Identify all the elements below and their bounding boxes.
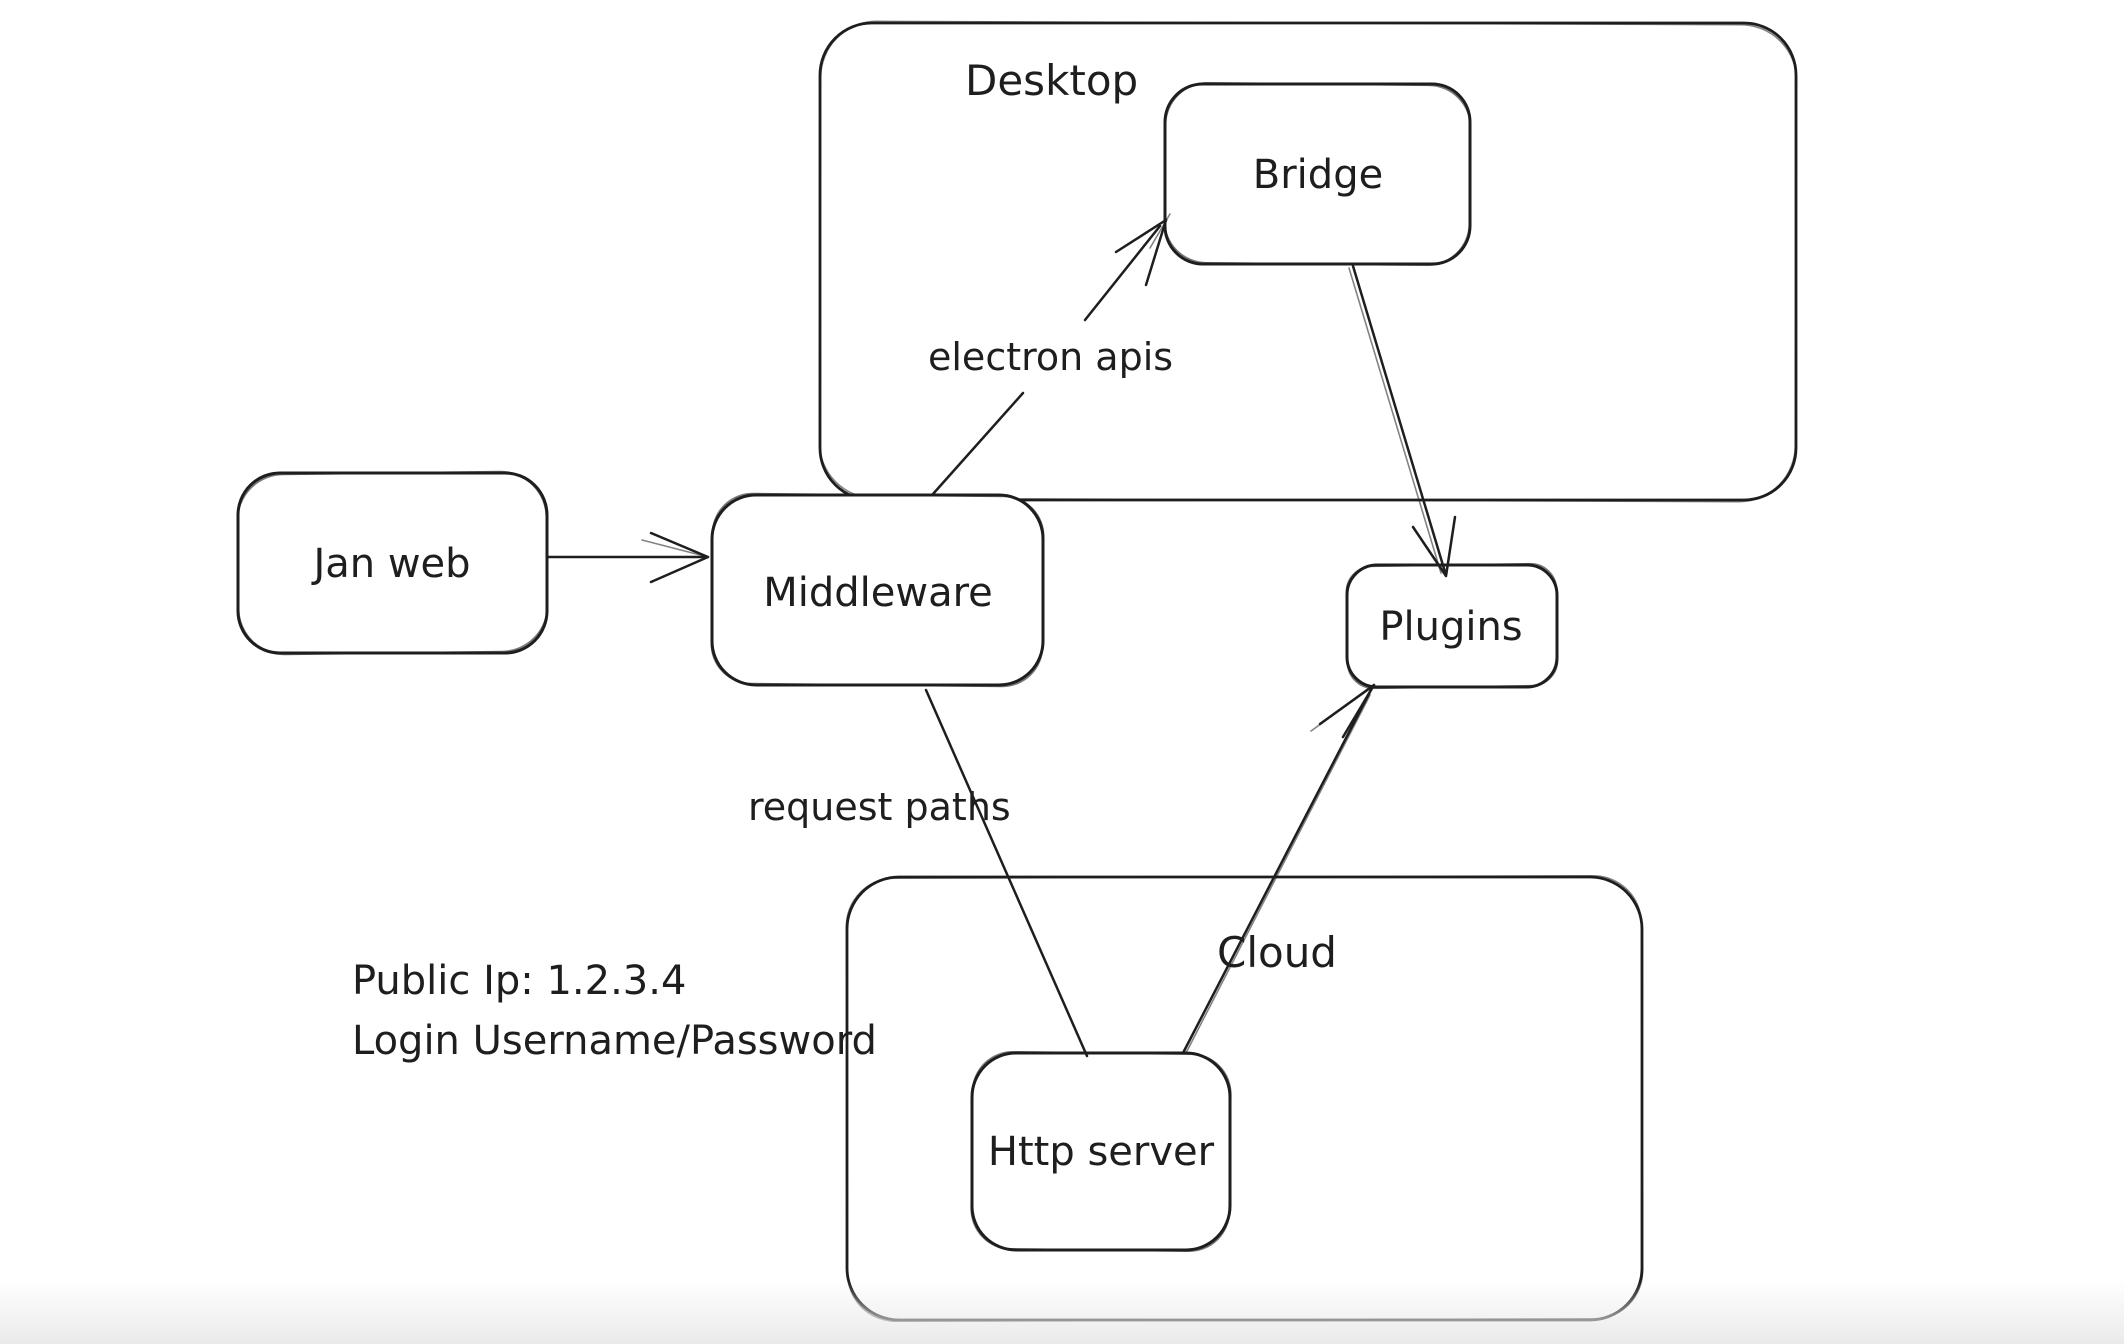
jan-web-label[interactable]: Jan web (310, 541, 470, 587)
plugins-label[interactable]: Plugins (1379, 604, 1522, 650)
http-server-box-sketch (970, 1051, 1232, 1252)
bridge-to-plugins-arrowhead (1411, 515, 1457, 578)
middleware-to-bridge-line-upper[interactable] (1083, 224, 1162, 322)
middleware-to-http-server-line[interactable] (924, 688, 1089, 1058)
edge-middleware-to-http-server[interactable] (924, 688, 1089, 1058)
edge-bridge-to-plugins[interactable] (1348, 264, 1457, 578)
plugins-box-sketch (1345, 562, 1559, 690)
middleware-to-bridge-arrowhead-sketch (1149, 213, 1171, 249)
desktop-container-box-sketch (818, 20, 1798, 503)
middleware-to-bridge-arrowhead (1114, 218, 1168, 287)
bridge-box-sketch (1163, 81, 1472, 267)
bridge-to-plugins-line-sketch (1348, 267, 1442, 574)
node-bridge[interactable] (1163, 81, 1472, 267)
edge-jan-web-to-middleware[interactable] (545, 531, 710, 584)
bridge-label[interactable]: Bridge (1253, 152, 1383, 198)
node-plugins[interactable] (1345, 562, 1559, 690)
http-server-to-plugins-arrowhead-sketch (1310, 687, 1372, 732)
edge-http-server-to-plugins[interactable] (1181, 683, 1376, 1055)
node-http-server[interactable] (970, 1051, 1232, 1252)
jan-web-to-middleware-arrowhead-sketch (641, 539, 705, 557)
http-server-to-plugins-line[interactable] (1181, 684, 1375, 1055)
middleware-label[interactable]: Middleware (763, 570, 993, 616)
public-ip-annotation[interactable]: Public Ip: 1.2.3.4 (352, 958, 686, 1004)
request-paths-edge-label[interactable]: request paths (748, 785, 1011, 829)
login-annotation[interactable]: Login Username/Password (352, 1018, 877, 1064)
node-jan-web[interactable] (236, 470, 549, 656)
http-server-to-plugins-line-sketch (1186, 694, 1371, 1052)
middleware-box-sketch (710, 492, 1045, 688)
middleware-to-bridge-line-lower[interactable] (931, 391, 1025, 496)
bridge-to-plugins-line[interactable] (1351, 264, 1447, 574)
jan-web-box-sketch (236, 470, 549, 656)
cloud-container-label[interactable]: Cloud (1217, 928, 1337, 977)
desktop-container-label[interactable]: Desktop (965, 56, 1138, 105)
http-server-label[interactable]: Http server (988, 1129, 1215, 1175)
node-middleware[interactable] (710, 492, 1045, 688)
edge-middleware-to-bridge[interactable] (931, 213, 1171, 496)
jan-web-to-middleware-arrowhead (649, 531, 710, 584)
electron-apis-edge-label[interactable]: electron apis (928, 335, 1173, 379)
